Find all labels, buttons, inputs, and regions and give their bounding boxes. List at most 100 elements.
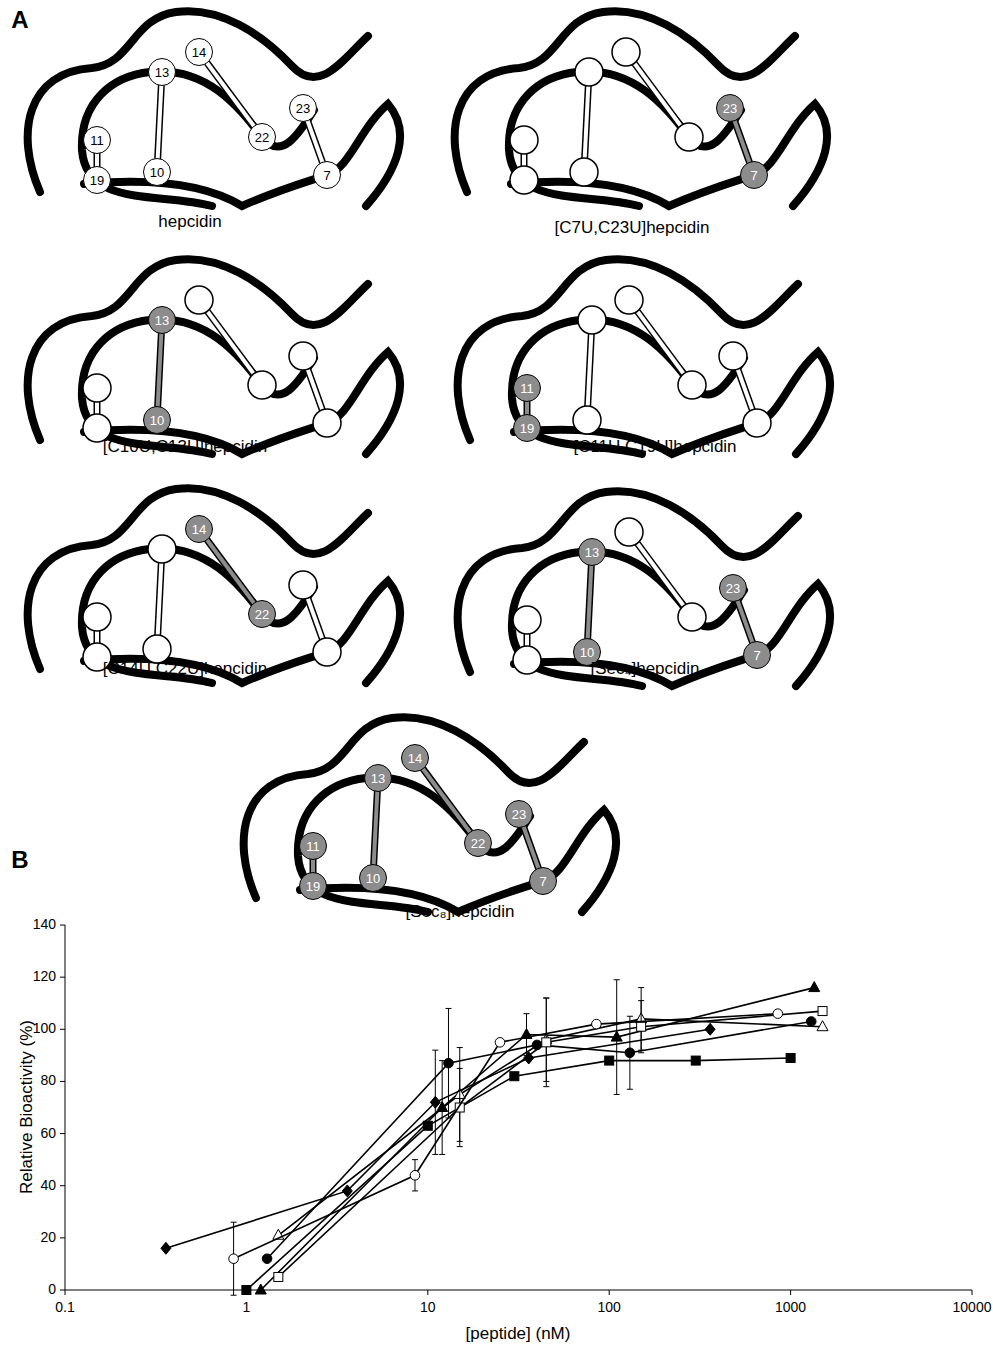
cysteine-circle: 7 <box>313 161 341 189</box>
x-axis <box>65 1290 972 1291</box>
disulfide-bond <box>199 300 262 385</box>
cysteine-circle: 10 <box>143 158 171 186</box>
residue-number: 13 <box>371 772 385 785</box>
peptide-backbone <box>28 488 368 669</box>
text-label: 120 <box>33 969 56 984</box>
peptide-backbone <box>511 104 827 206</box>
data-marker <box>410 1170 420 1180</box>
cysteine-circle <box>719 342 747 370</box>
residue-number: 23 <box>512 808 526 821</box>
disulfide-bond <box>97 153 98 167</box>
x-tick <box>65 1290 66 1295</box>
axis-title: Relative Bioactivity (%) <box>18 1020 37 1194</box>
cysteine-circle <box>570 158 598 186</box>
peptide-panel <box>244 717 616 912</box>
cysteine-circle <box>289 342 317 370</box>
data-marker <box>242 1286 251 1295</box>
error-cap <box>638 987 644 988</box>
residue-number: 14 <box>408 752 422 765</box>
residue-number: 7 <box>539 875 546 888</box>
bond-outline <box>523 826 538 869</box>
disulfide-bond <box>587 320 592 420</box>
bond-fill <box>374 791 378 865</box>
disulfide-bond <box>626 52 689 137</box>
error-cap <box>231 1222 237 1223</box>
data-marker <box>262 1254 272 1264</box>
text-label: hepcidin <box>158 213 221 232</box>
residue-number: 19 <box>306 880 320 893</box>
residue-number: 10 <box>366 872 380 885</box>
error-cap <box>445 1008 451 1009</box>
text-label: [C7U,C23U]hepcidin <box>555 219 710 238</box>
error-cap <box>231 1295 237 1296</box>
data-marker <box>705 1023 715 1035</box>
disulfide-bond <box>157 549 162 649</box>
error-cap <box>457 1068 463 1069</box>
error-cap <box>614 1094 620 1095</box>
text-label: [Sec₄]hepcidin <box>590 660 699 679</box>
cysteine-circle: 7 <box>743 641 771 669</box>
error-cap <box>432 1154 438 1155</box>
disulfide-bond <box>626 52 689 137</box>
peptide-panel <box>28 11 400 206</box>
data-marker <box>430 1096 440 1108</box>
cysteine-circle: 22 <box>464 829 492 857</box>
cysteine-circle <box>313 409 341 437</box>
cysteine-circle <box>743 409 771 437</box>
text-label: 0.1 <box>55 1300 74 1315</box>
data-marker <box>637 1022 646 1031</box>
disulfide-bond <box>307 120 322 163</box>
data-marker <box>817 1021 828 1031</box>
cysteine-circle <box>678 603 706 631</box>
bond-fill <box>523 826 538 869</box>
peptide-panel <box>28 259 400 454</box>
data-marker <box>611 1031 622 1041</box>
y-tick <box>60 925 65 926</box>
error-cap <box>543 998 549 999</box>
bond-fill <box>423 768 471 832</box>
cysteine-circle <box>513 646 541 674</box>
data-series <box>229 1009 783 1295</box>
residue-number: 10 <box>580 646 594 659</box>
x-tick <box>427 1290 428 1295</box>
data-series <box>255 980 819 1294</box>
data-marker <box>542 1038 551 1047</box>
cysteine-circle: 10 <box>359 864 387 892</box>
residue-number: 19 <box>90 174 104 187</box>
residue-number: 23 <box>723 102 737 115</box>
y-tick <box>60 1185 65 1186</box>
x-tick <box>609 1290 610 1295</box>
data-marker <box>229 1254 239 1264</box>
bond-fill <box>588 565 592 639</box>
text-label: 100 <box>33 1022 56 1037</box>
cysteine-circle <box>148 535 176 563</box>
data-marker <box>806 1017 816 1027</box>
y-tick <box>60 1290 65 1291</box>
cysteine-circle: 7 <box>529 867 557 895</box>
peptide-backbone <box>514 584 830 686</box>
bond-outline <box>207 62 255 126</box>
cysteine-circle: 13 <box>578 538 606 566</box>
disulfide-bond <box>158 333 162 407</box>
peptide-backbone <box>84 581 400 683</box>
residue-number: 7 <box>750 169 757 182</box>
bond-outline <box>588 565 592 639</box>
bond-fill <box>737 600 752 643</box>
text-label: 10 <box>420 1300 436 1315</box>
data-marker <box>510 1072 519 1081</box>
cysteine-circle: 13 <box>364 764 392 792</box>
residue-number: 7 <box>323 169 330 182</box>
cysteine-circle <box>612 38 640 66</box>
cysteine-circle: 11 <box>299 832 327 860</box>
cysteine-circle: 14 <box>185 38 213 66</box>
data-marker <box>691 1056 700 1065</box>
data-marker <box>605 1056 614 1065</box>
error-cap <box>412 1159 418 1160</box>
cysteine-circle <box>510 126 538 154</box>
data-marker <box>592 1019 602 1029</box>
x-tick <box>790 1290 791 1295</box>
residue-number: 10 <box>150 166 164 179</box>
residue-number: 22 <box>471 837 485 850</box>
peptide-backbone <box>458 259 798 440</box>
bond-outline <box>307 120 322 163</box>
